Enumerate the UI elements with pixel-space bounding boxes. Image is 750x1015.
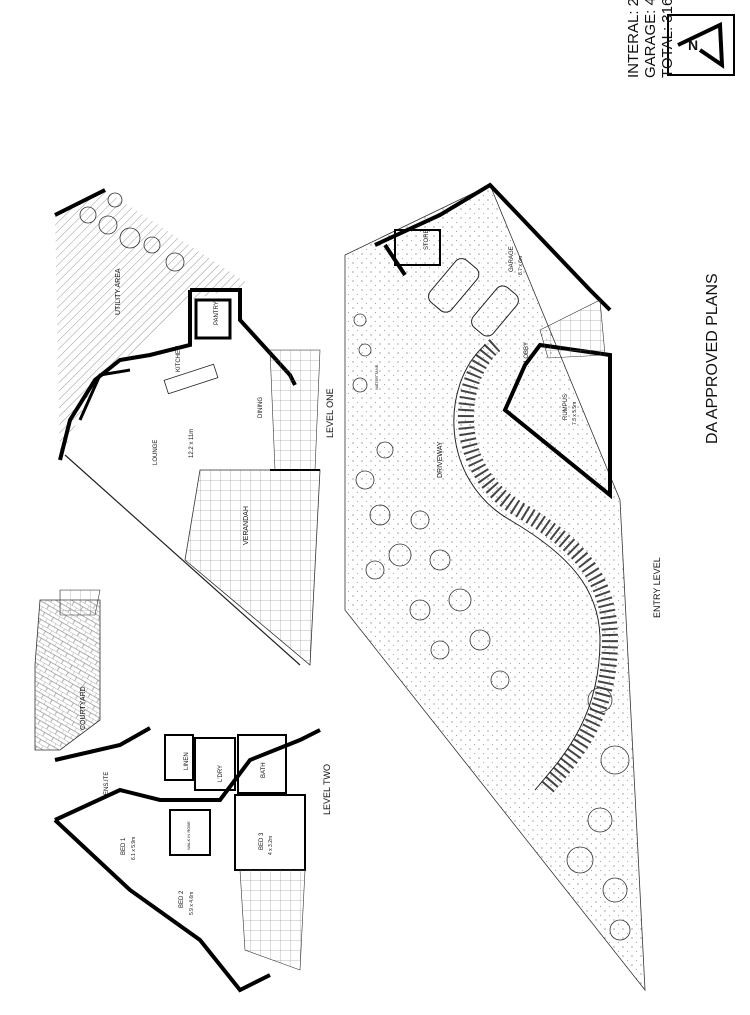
bed1-size-label: 6.1 x 5.9m — [131, 837, 137, 860]
water-tank-label: WATER TANK — [374, 364, 379, 390]
rumpus-label: RUMPUS — [563, 394, 569, 420]
lobby-label: LOBBY — [524, 342, 530, 362]
level-one-plan: UTILITY AREA PANTRY KITCHEN LOUNGE 12.2 … — [54, 188, 335, 666]
north-logo-text: N — [688, 37, 698, 53]
laundry-label: L'DRY — [218, 765, 224, 782]
verandah-area — [184, 469, 321, 666]
rumpus-size-label: 7.3 x 5.5m — [572, 402, 578, 425]
garage-label: GARAGE — [509, 246, 515, 272]
verandah-label: VERANDAH — [243, 506, 250, 545]
dining-label: DINING — [258, 397, 264, 418]
courtyard-area — [34, 599, 101, 751]
store-label: STORE — [424, 229, 430, 250]
garage-size-label: 8.7 x 6m — [518, 256, 524, 275]
kitchen-label: KITCHEN — [176, 346, 182, 372]
entry-level-title: ENTRY LEVEL — [652, 557, 662, 618]
utility-label: UTILITY AREA — [115, 268, 122, 315]
bed3-label: BED 3 — [259, 832, 265, 850]
bed1-label: BED 1 — [121, 837, 127, 855]
level-two-title: LEVEL TWO — [322, 764, 332, 815]
plan-title: DA APPROVED PLANS — [704, 273, 721, 444]
driveway-label: DRIVEWAY — [437, 441, 444, 478]
level-two-plan: COURTYARD ENS.ITE LINEN L'DRY BATH BED 1… — [34, 589, 332, 993]
car-icons — [428, 258, 519, 337]
total-area: TOTAL: 316 sqm — [659, 0, 676, 78]
level-one-title: LEVEL ONE — [325, 388, 335, 438]
linen-label: LINEN — [184, 752, 190, 770]
pantry-label: PANTRY — [214, 301, 220, 325]
site-boundary — [344, 184, 646, 992]
entry-level-plan: STORE GARAGE 8.7 x 6m LOBBY RUMPUS 7.3 x… — [344, 182, 662, 992]
courtyard-label: COURTYARD — [80, 686, 87, 730]
bed2-size-label: 5.9 x 4.6m — [189, 892, 195, 915]
bath-label: BATH — [261, 762, 267, 778]
ensuite-label: ENS.ITE — [104, 772, 110, 795]
walkin-label: WALK IN ROBE — [186, 821, 191, 850]
driveway-path — [457, 338, 619, 796]
north-logo: N — [667, 14, 735, 76]
garage-area: GARAGE: 40 sqm — [642, 0, 659, 78]
area-summary: INTERAL: 276 sqm GARAGE: 40 sqm TOTAL: 3… — [625, 0, 725, 78]
lounge-label: LOUNGE — [153, 440, 159, 465]
landscape-plants — [352, 313, 631, 941]
bed2-label: BED 2 — [179, 890, 185, 908]
lounge-size-label: 12.2 x 11m — [189, 429, 195, 458]
bed3-size-label: 4 x 3.2m — [268, 836, 274, 855]
utility-area — [55, 190, 250, 460]
garden-plants — [79, 192, 185, 272]
internal-area: INTERAL: 276 sqm — [625, 0, 642, 78]
